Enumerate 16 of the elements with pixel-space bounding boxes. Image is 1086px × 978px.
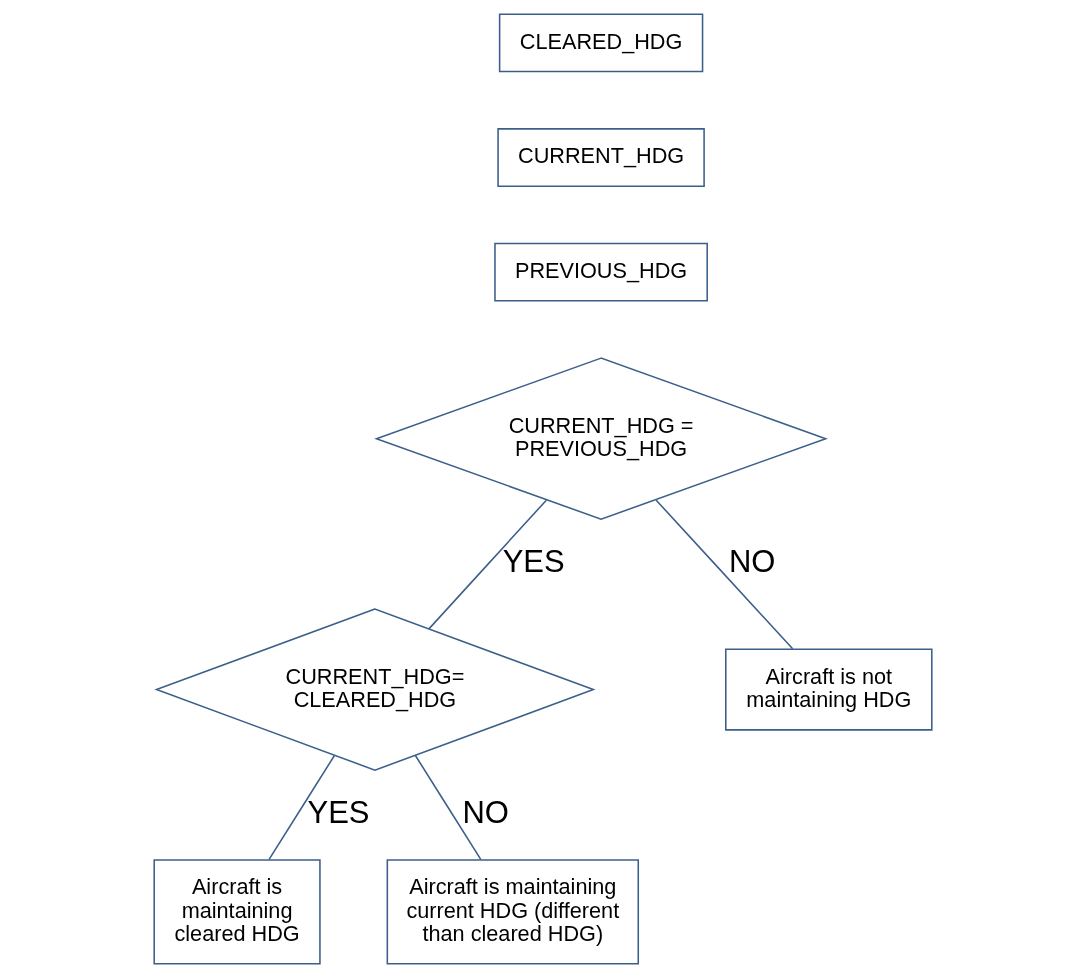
node-box: PREVIOUS_HDG (494, 242, 708, 302)
node-box: CURRENT_HDG (497, 128, 705, 187)
node-box: Aircraft is maintaining cleared HDG (153, 859, 321, 965)
connector (268, 754, 336, 861)
connector (655, 499, 794, 650)
node-box: Aircraft is not maintaining HDG (725, 648, 933, 731)
edge-label: NO (462, 794, 509, 830)
connector (414, 754, 482, 861)
node-diamond: CURRENT_HDG= CLEARED_HDG (154, 608, 596, 771)
node-diamond: CURRENT_HDG = PREVIOUS_HDG (374, 357, 828, 521)
node-box: CLEARED_HDG (498, 13, 704, 73)
connector (428, 499, 548, 630)
edge-label: YES (307, 794, 370, 830)
edge-label: NO (728, 543, 776, 579)
node-box: Aircraft is maintaining current HDG (different than cleared HDG) (386, 859, 640, 965)
edge-label: YES (502, 543, 565, 579)
